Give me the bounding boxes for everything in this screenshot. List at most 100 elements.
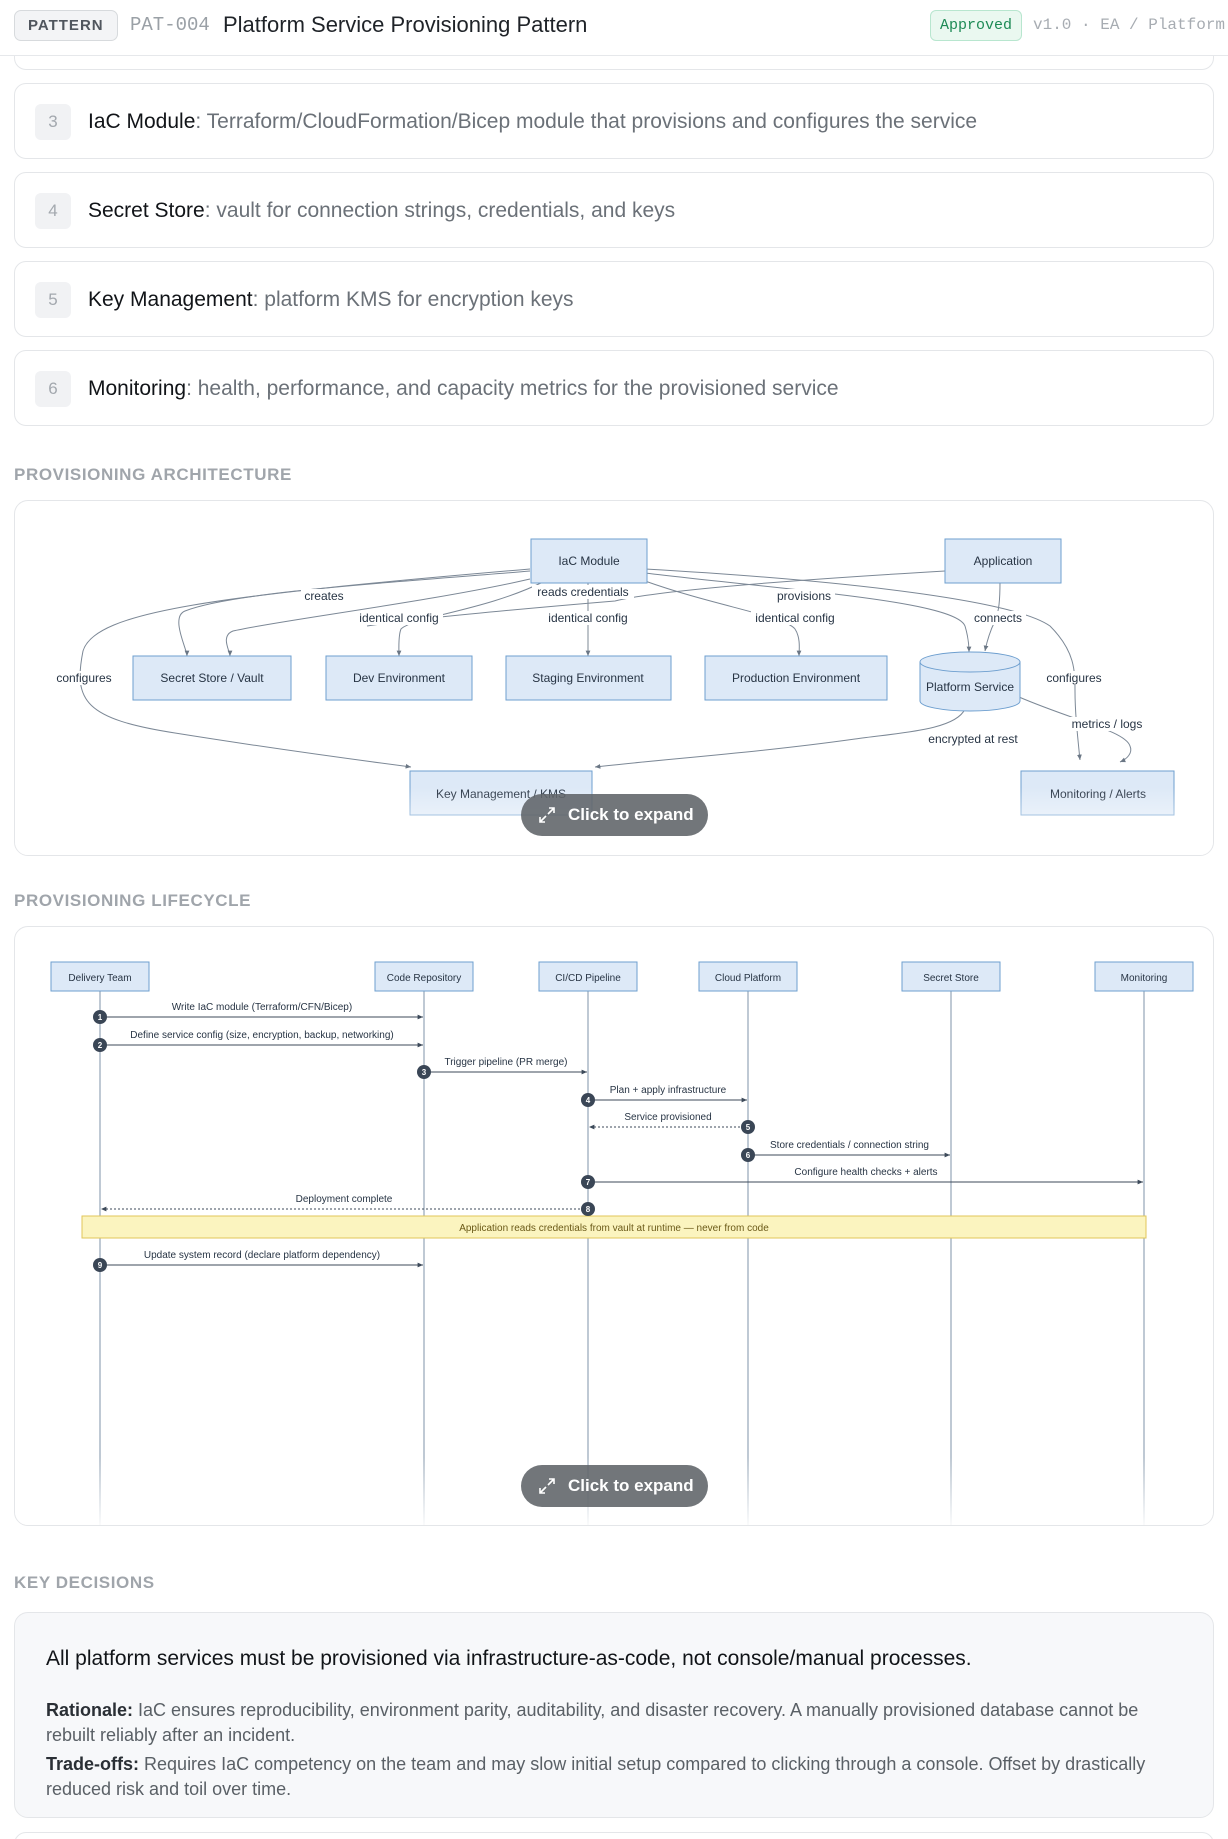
expand-icon — [539, 807, 555, 823]
expand-icon — [539, 1478, 555, 1494]
participants: Delivery Team Code Repository CI/CD Pipeli… — [50, 961, 1194, 992]
expand-lifecycle-button[interactable]: Click to expand — [521, 1465, 708, 1507]
edge-label: metrics / logs — [1072, 717, 1143, 731]
edge-label: reads credentials — [537, 585, 628, 599]
status-badge: Approved — [930, 10, 1023, 41]
component-card: 3 IaC Module: Terraform/CloudFormation/B… — [14, 83, 1214, 159]
architecture-edge-labels: creates reads credentials provisions con… — [51, 585, 1147, 746]
message-label: Plan + apply infrastructure — [610, 1085, 727, 1096]
section-heading-architecture: PROVISIONING ARCHITECTURE — [14, 465, 292, 484]
step-badge — [93, 1010, 107, 1024]
next-card-partial — [14, 1832, 1214, 1839]
message-label: Store credentials / connection string — [770, 1140, 929, 1151]
edge-label: creates — [304, 589, 343, 603]
step-number: 4 — [586, 1096, 591, 1105]
participant-box[interactable] — [374, 961, 474, 992]
pattern-id: PAT-004 — [130, 14, 210, 36]
participant-box[interactable] — [901, 961, 1001, 992]
rationale-label: Rationale: — [46, 1700, 134, 1720]
page-title: Platform Service Provisioning Pattern — [223, 12, 588, 37]
edge-label: provisions — [777, 589, 831, 603]
node-label: Monitoring / Alerts — [1050, 787, 1146, 801]
component-description: : Terraform/CloudFormation/Bicep module … — [195, 110, 978, 133]
step-badge — [93, 1258, 107, 1272]
component-name: IaC Module — [88, 110, 196, 133]
lifecycle-diagram[interactable]: Delivery Team Code Repository CI/CD Pipeli… — [14, 926, 1214, 1526]
note-layer: Application reads credentials from vault… — [81, 1215, 1147, 1239]
component-description: : health, performance, and capacity metr… — [186, 377, 839, 400]
node-label: Staging Environment — [532, 671, 644, 685]
expand-architecture-button[interactable]: Click to expand — [521, 794, 708, 836]
edge-label: configures — [1046, 671, 1101, 685]
messages: Write IaC module (Terraform/CFN/Bicep) 1D… — [93, 1002, 1143, 1272]
step-number: 2 — [98, 1041, 103, 1050]
node-staging-environment[interactable] — [505, 655, 672, 701]
edge-label: configures — [56, 671, 111, 685]
message-label: Deployment complete — [296, 1194, 393, 1205]
participant-label: Code Repository — [387, 973, 461, 984]
step-badge — [417, 1065, 431, 1079]
message-label: Write IaC module (Terraform/CFN/Bicep) — [172, 1002, 352, 1013]
section-heading-decisions: KEY DECISIONS — [14, 1573, 155, 1592]
component-number: 4 — [35, 193, 71, 229]
step-badge — [581, 1202, 595, 1216]
step-badge — [581, 1175, 595, 1189]
component-name: Key Management — [88, 288, 253, 311]
message-label: Trigger pipeline (PR merge) — [444, 1057, 567, 1068]
decision-tradeoffs: Trade-offs: Requires IaC competency on t… — [46, 1752, 1186, 1802]
participant-box[interactable] — [538, 961, 638, 992]
node-iac-module[interactable] — [530, 538, 648, 584]
node-label: Secret Store / Vault — [160, 671, 264, 685]
message-label: Configure health checks + alerts — [794, 1167, 937, 1178]
step-number: 9 — [98, 1261, 103, 1270]
sequence-note — [81, 1215, 1147, 1239]
rationale-text: IaC ensures reproducibility, environment… — [46, 1700, 1139, 1745]
step-number: 5 — [746, 1123, 751, 1132]
step-badge — [93, 1038, 107, 1052]
message-label: Service provisioned — [624, 1112, 711, 1123]
pattern-tag: PATTERN — [14, 10, 118, 41]
node-production-environment[interactable] — [704, 655, 888, 701]
component-name: Monitoring — [88, 377, 187, 400]
participant-box[interactable] — [1094, 961, 1194, 992]
tradeoffs-label: Trade-offs: — [46, 1754, 140, 1774]
node-secret-store-vault[interactable] — [132, 655, 292, 701]
decision-statement: All platform services must be provisione… — [46, 1647, 972, 1670]
tradeoffs-text: Requires IaC competency on the team and … — [46, 1754, 1146, 1799]
node-label: IaC Module — [558, 554, 620, 568]
component-card: 4 Secret Store: vault for connection str… — [14, 172, 1214, 248]
participant-label: CI/CD Pipeline — [555, 973, 621, 984]
component-description: : vault for connection strings, credenti… — [204, 199, 676, 222]
step-number: 7 — [586, 1178, 591, 1187]
architecture-nodes — [132, 538, 1175, 816]
message-label: Define service config (size, encryption,… — [130, 1030, 393, 1041]
node-label: Dev Environment — [353, 671, 446, 685]
step-number: 1 — [98, 1013, 103, 1022]
section-heading-lifecycle: PROVISIONING LIFECYCLE — [14, 891, 252, 910]
node-dev-environment[interactable] — [325, 655, 473, 701]
participant-label: Secret Store — [923, 973, 979, 984]
participant-label: Cloud Platform — [715, 973, 781, 984]
architecture-diagram[interactable]: IaC Module Application Secret Store / Va… — [14, 500, 1214, 856]
component-name: Secret Store — [88, 199, 205, 222]
step-number: 6 — [746, 1151, 751, 1160]
expand-label: Click to expand — [568, 1476, 694, 1495]
decision-card: All platform services must be provisione… — [14, 1612, 1214, 1818]
node-label: Application — [974, 554, 1033, 568]
lifecycle-svg: Delivery Team Code Repository CI/CD Pipeli… — [50, 961, 1194, 1525]
page-header: PATTERN PAT-004 Platform Service Provisi… — [0, 0, 1228, 56]
step-badge — [581, 1093, 595, 1107]
step-number: 8 — [586, 1205, 591, 1214]
node-platform-service[interactable] — [919, 651, 1021, 712]
edge-label: identical config — [548, 611, 627, 625]
step-badge — [741, 1148, 755, 1162]
participant-box[interactable] — [50, 961, 150, 992]
step-number: 3 — [422, 1068, 427, 1077]
node-label: Platform Service — [926, 680, 1014, 694]
edge-label: identical config — [755, 611, 834, 625]
node-application[interactable] — [944, 538, 1062, 584]
participant-label: Delivery Team — [68, 973, 131, 984]
participant-box[interactable] — [698, 961, 798, 992]
edge-label: encrypted at rest — [928, 732, 1018, 746]
expand-label: Click to expand — [568, 805, 694, 824]
